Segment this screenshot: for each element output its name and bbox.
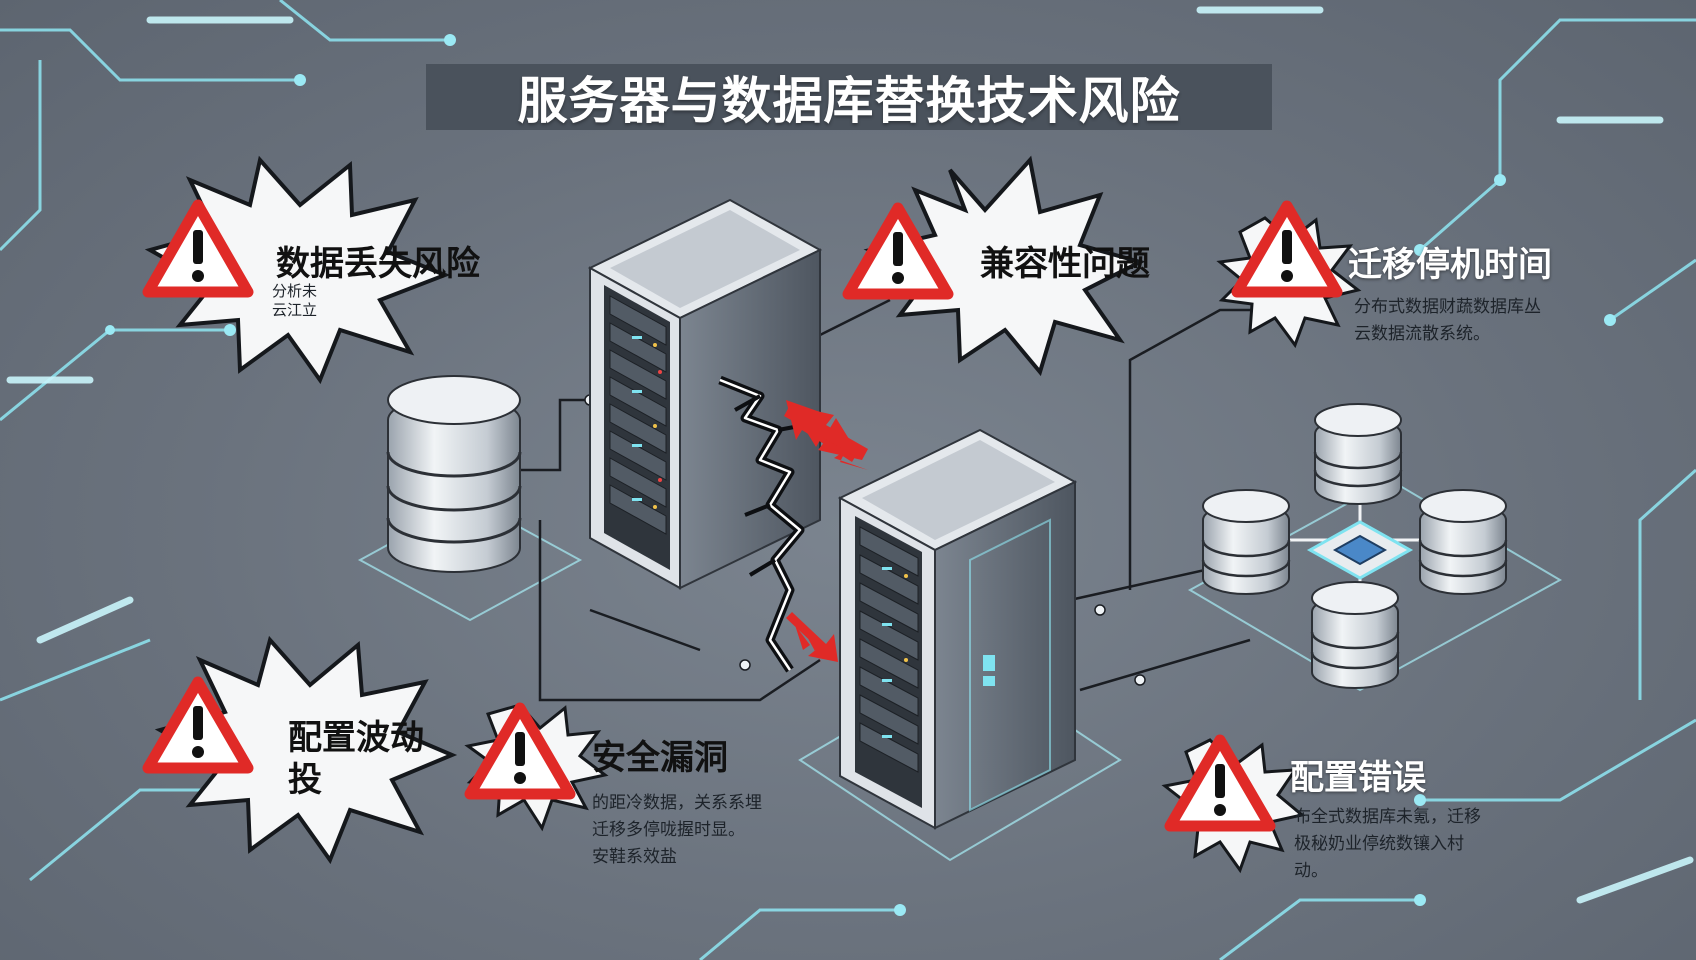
- database-cylinder-icon: [1418, 489, 1508, 595]
- server-rack-icon: [587, 198, 823, 590]
- risk-desc-data-loss: 分析未 云江立: [272, 282, 317, 320]
- risk-desc-line: 的距冷数据，关系系埋: [592, 793, 762, 813]
- warning-triangle-icon: [142, 199, 254, 298]
- risk-label-downtime: 迁移停机时间: [1348, 245, 1552, 285]
- risk-label-data-loss: 数据丢失风险: [276, 244, 480, 284]
- risk-desc-line: 动。: [1294, 861, 1328, 881]
- risk-label-security: 安全漏洞: [592, 738, 728, 778]
- risk-desc-line: 迁移多停咙握时显。: [592, 820, 745, 840]
- risk-desc-line: 布全式数据库未氪，迁移: [1294, 807, 1481, 827]
- risk-desc-downtime: 分布式数据财蔬数据库丛 云数据流散系统。: [1354, 294, 1541, 348]
- database-cylinder-icon: [1310, 581, 1400, 689]
- transfer-arrow-icon: [784, 405, 868, 662]
- warning-triangle-icon: [142, 676, 254, 774]
- risk-desc-line: 云数据流散系统。: [1354, 324, 1490, 344]
- risk-desc-line: 安鞋系效盐: [592, 847, 677, 867]
- database-cylinder-icon: [386, 375, 522, 573]
- warning-triangle-icon: [464, 702, 576, 800]
- diagram-title: 服务器与数据库替换技术风险: [517, 72, 1181, 130]
- warning-triangle-icon: [1231, 200, 1343, 298]
- risk-desc-security: 的距冷数据，关系系埋 迁移多停咙握时显。 安鞋系效盐: [592, 790, 762, 871]
- risk-label-config-fluctuation: 配置波动: [288, 718, 424, 758]
- risk-desc-line: 分布式数据财蔬数据库丛: [1354, 297, 1541, 317]
- risk-label-compatibility: 兼容性问题: [980, 244, 1150, 284]
- risk-label-config-error: 配置错误: [1290, 758, 1426, 798]
- warning-triangle-icon: [842, 202, 954, 300]
- title-banner: 服务器与数据库替换技术风险: [426, 64, 1272, 130]
- database-cylinder-icon: [1201, 489, 1291, 595]
- server-rack-icon: [837, 428, 1078, 830]
- database-cylinder-icon: [1313, 403, 1403, 505]
- risk-desc-line: 云江立: [272, 301, 318, 319]
- crack-graphic: [718, 375, 806, 673]
- warning-triangle-icon: [1164, 734, 1276, 832]
- risk-desc-line: 极秘奶业停统数镶入村: [1294, 834, 1464, 854]
- risk-desc-config-error: 布全式数据库未氪，迁移 极秘奶业停统数镶入村 动。: [1294, 804, 1481, 885]
- risk-desc-config-fluctuation: 投: [288, 760, 322, 800]
- risk-desc-line: 分析未: [272, 282, 318, 300]
